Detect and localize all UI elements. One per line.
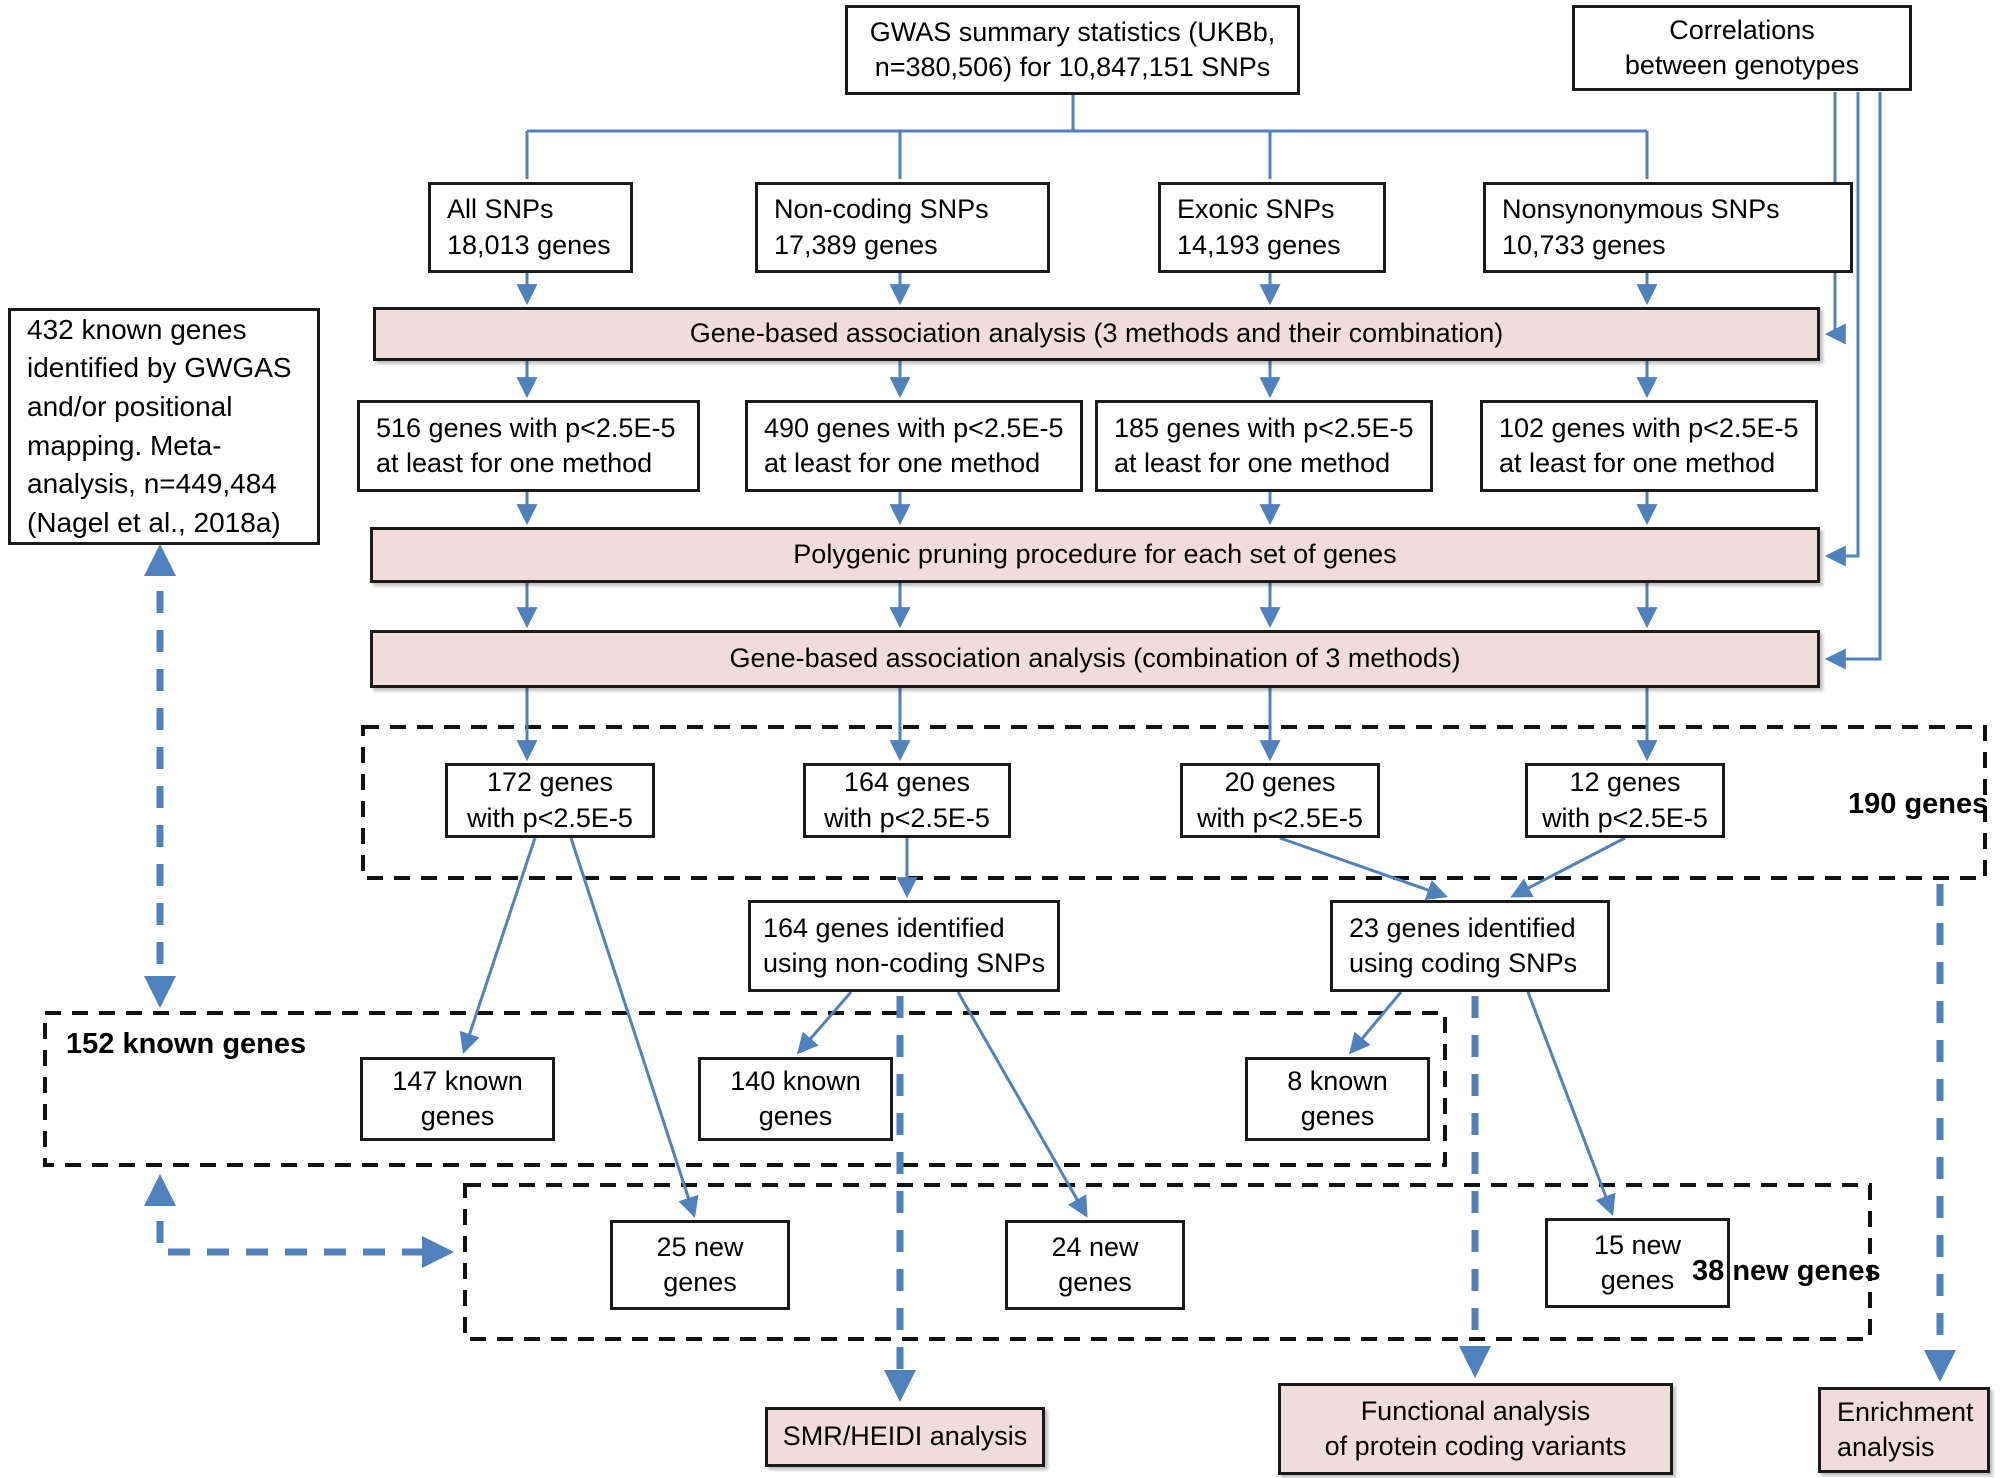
genes-12-box: 12 genes with p<2.5E-5: [1525, 763, 1725, 838]
genes-490-box: 490 genes with p<2.5E-5 at least for one…: [745, 400, 1083, 492]
flow-arrows: [459, 92, 1882, 1218]
label-152-known-genes: 152 known genes: [66, 1028, 307, 1060]
dashed-flow-arrows: [143, 543, 1957, 1403]
enrichment-analysis-box: Enrichment analysis: [1818, 1387, 1990, 1473]
genes-516-box: 516 genes with p<2.5E-5 at least for one…: [357, 400, 700, 492]
label-190-genes: 190 genes: [1848, 788, 1989, 820]
nonsynonymous-snps-box: Nonsynonymous SNPs 10,733 genes: [1483, 182, 1853, 273]
noncoding-snps-box: Non-coding SNPs 17,389 genes: [755, 182, 1050, 273]
new-15-box: 15 new genes: [1545, 1218, 1730, 1308]
gene-association-bar-1: Gene-based association analysis (3 metho…: [373, 307, 1820, 361]
known-140-box: 140 known genes: [698, 1057, 893, 1141]
group-190-genes-border: [361, 725, 1987, 880]
dashed-group-borders: [43, 725, 1987, 1341]
identified-noncoding-box: 164 genes identified using non-coding SN…: [748, 900, 1060, 992]
known-8-box: 8 known genes: [1245, 1057, 1430, 1141]
label-38-new-genes: 38 new genes: [1692, 1255, 1881, 1287]
genes-164-box: 164 genes with p<2.5E-5: [803, 763, 1011, 838]
genes-20-box: 20 genes with p<2.5E-5: [1180, 763, 1380, 838]
arrow-152-to-38: [143, 1173, 455, 1269]
all-snps-box: All SNPs 18,013 genes: [428, 182, 633, 273]
exonic-snps-box: Exonic SNPs 14,193 genes: [1158, 182, 1386, 273]
smr-heidi-analysis-box: SMR/HEIDI analysis: [765, 1407, 1045, 1467]
identified-coding-box: 23 genes identified using coding SNPs: [1330, 900, 1610, 992]
genes-102-box: 102 genes with p<2.5E-5 at least for one…: [1480, 400, 1818, 492]
functional-analysis-box: Functional analysis of protein coding va…: [1278, 1383, 1673, 1475]
genes-172-box: 172 genes with p<2.5E-5: [445, 763, 655, 838]
gwas-summary-box: GWAS summary statistics (UKBb, n=380,506…: [845, 5, 1300, 95]
distribution-tree-lines: [525, 93, 1649, 179]
known-147-box: 147 known genes: [360, 1057, 555, 1141]
polygenic-pruning-bar: Polygenic pruning procedure for each set…: [370, 527, 1820, 583]
genes-185-box: 185 genes with p<2.5E-5 at least for one…: [1095, 400, 1433, 492]
new-24-box: 24 new genes: [1005, 1220, 1185, 1310]
new-25-box: 25 new genes: [610, 1220, 790, 1310]
gene-association-bar-2: Gene-based association analysis (combina…: [370, 630, 1820, 688]
known-432-box: 432 known genes identified by GWGAS and/…: [8, 308, 320, 545]
group-152-known-border: [43, 1011, 1447, 1167]
correlations-box: Correlations between genotypes: [1572, 5, 1912, 91]
group-38-new-border: [463, 1183, 1872, 1341]
